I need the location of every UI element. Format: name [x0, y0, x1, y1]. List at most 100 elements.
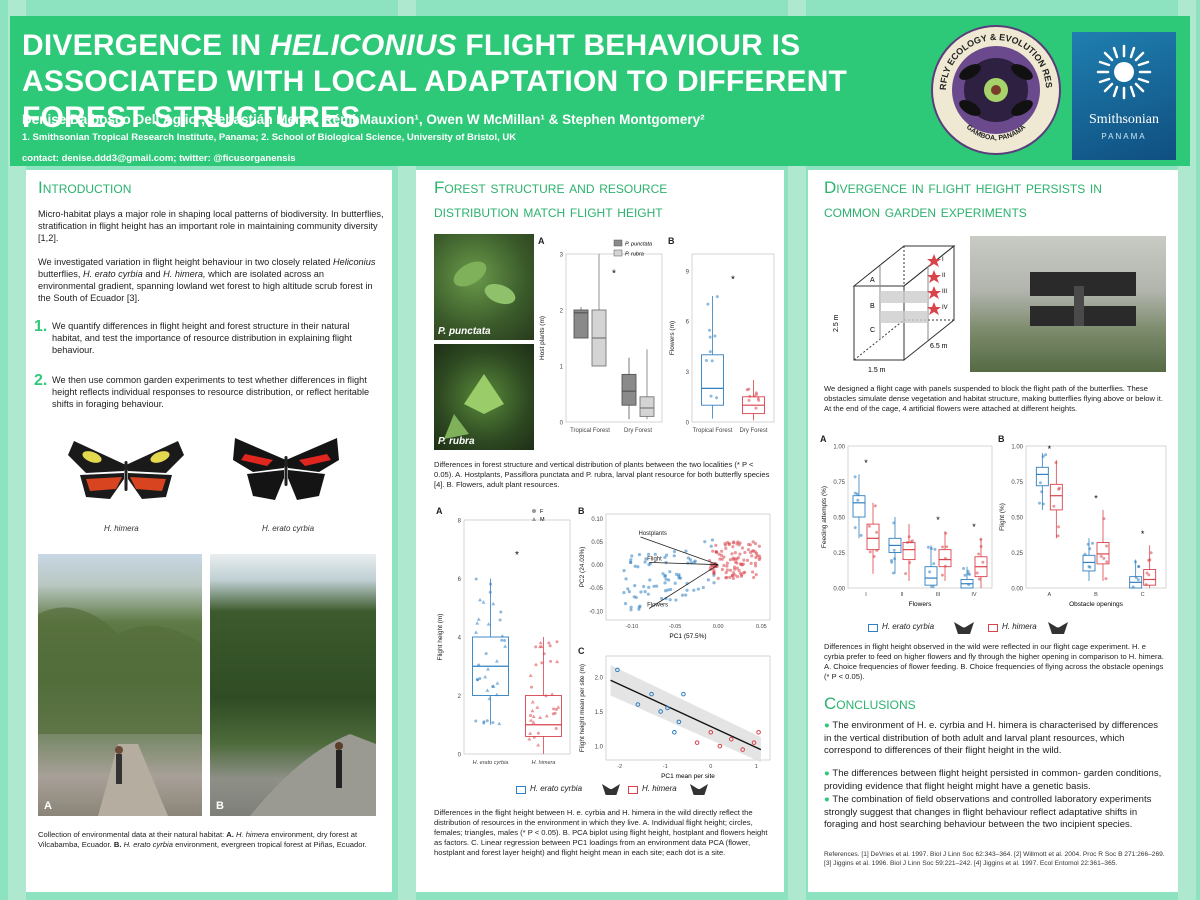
- cage-point: [943, 564, 947, 568]
- cage-flower-2: II: [942, 273, 946, 279]
- flight-point: [538, 715, 543, 719]
- pca-point-cyrbia: [668, 587, 673, 592]
- pca-point-cyrbia: [653, 552, 657, 556]
- plot-frame: [605, 655, 771, 761]
- pca-point-himera: [738, 552, 742, 556]
- pca-point-cyrbia: [629, 608, 633, 612]
- cage-box: [852, 495, 866, 518]
- pca-point-himera: [725, 575, 729, 580]
- flight-point: [535, 705, 540, 709]
- pca-point-cyrbia: [709, 544, 713, 548]
- cage-point: [1052, 504, 1056, 508]
- cage-height-label: 2.5 m: [833, 314, 840, 332]
- y-tick-label: 0.50: [1011, 516, 1023, 522]
- pca-point-cyrbia: [637, 553, 642, 557]
- pca-point-cyrbia: [668, 570, 672, 574]
- flowers-point: [754, 391, 758, 395]
- pca-point-himera: [714, 543, 718, 547]
- pca-point-himera: [716, 576, 720, 581]
- flight-point: [489, 582, 493, 586]
- cage-point: [1040, 490, 1044, 494]
- rubra-label: P. rubra: [438, 436, 475, 447]
- photo-a-label: A: [44, 800, 52, 812]
- flight-point: [495, 681, 500, 685]
- pca-point-himera: [720, 549, 724, 553]
- cage-point: [1044, 453, 1048, 457]
- y-axis-label: Flight (%): [999, 503, 1006, 531]
- x-tick-label: 0.05: [756, 624, 767, 630]
- pca-point-cyrbia: [634, 595, 638, 600]
- x-tick-label: -0.05: [669, 624, 682, 630]
- flight-point: [500, 634, 505, 638]
- pca-point-himera: [723, 541, 727, 546]
- references: References. [1] DeVries et al. 1997. Bio…: [824, 851, 1165, 867]
- flight-point: [486, 666, 491, 671]
- legend-label: M: [540, 517, 545, 523]
- cage-point: [1145, 571, 1149, 575]
- flight-point: [486, 622, 491, 626]
- y-tick-label: 3: [686, 370, 690, 376]
- flight-point: [491, 601, 496, 606]
- pca-point-cyrbia: [674, 598, 678, 602]
- flight-point: [488, 590, 492, 594]
- pca-point-himera: [753, 564, 758, 568]
- site-point-cyrbia: [681, 691, 686, 697]
- pca-point-himera: [731, 571, 736, 575]
- flight-point: [531, 720, 536, 724]
- pca-point-himera: [757, 544, 761, 548]
- flight-point: [491, 684, 496, 688]
- flight-point: [481, 600, 486, 604]
- flight-point: [556, 705, 561, 709]
- pca-point-himera: [728, 568, 733, 572]
- pca-point-himera: [733, 573, 737, 577]
- flight-point: [473, 630, 478, 634]
- x-tick-label: Dry Forest: [739, 428, 767, 434]
- flight-box: [525, 695, 562, 737]
- plot-frame: [605, 513, 771, 621]
- panel-label: B: [998, 434, 1005, 444]
- legend-himera: H. himera: [642, 784, 677, 793]
- flight-point: [555, 659, 560, 664]
- flight-point: [494, 692, 499, 697]
- y-tick-label: 1.5: [595, 710, 604, 716]
- rubra-photo: P. rubra: [434, 344, 534, 450]
- y-tick-label: 0: [686, 421, 690, 427]
- pca-point-cyrbia: [692, 588, 696, 592]
- pca-point-himera: [724, 546, 728, 551]
- cage-opening-c: C: [870, 327, 875, 334]
- site-point-cyrbia: [676, 719, 682, 725]
- cage-point: [926, 545, 930, 549]
- forest-title-line1: Forest structure and resource: [434, 178, 668, 197]
- pca-point-cyrbia: [642, 584, 646, 589]
- pca-point-cyrbia: [663, 574, 667, 578]
- flight-point: [534, 645, 538, 649]
- pca-point-himera: [738, 571, 743, 575]
- cage-point: [1147, 558, 1151, 562]
- label-erato-cyrbia: H. erato cyrbia: [262, 524, 315, 533]
- cage-point: [967, 583, 971, 587]
- pca-point-cyrbia: [685, 588, 689, 592]
- pca-point-cyrbia: [667, 578, 671, 582]
- pca-point-cyrbia: [666, 588, 670, 592]
- flight-point: [485, 719, 489, 723]
- legend-himera: H. himera: [1002, 622, 1037, 631]
- cage-point: [1057, 525, 1061, 529]
- flight-point: [485, 688, 490, 692]
- garden-legend: H. erato cyrbia H. himera: [868, 622, 1128, 638]
- plot-frame: [847, 445, 993, 589]
- y-tick-label: 9: [686, 269, 690, 275]
- pca-point-himera: [714, 550, 719, 554]
- cage-box: [1143, 569, 1157, 586]
- cage-box: [866, 523, 880, 551]
- flight-point: [540, 661, 544, 665]
- pca-point-himera: [751, 549, 756, 553]
- pca-point-cyrbia: [663, 555, 667, 559]
- habitat-caption: Collection of environmental data at thei…: [38, 830, 367, 849]
- x-tick-label: -0.10: [626, 624, 639, 630]
- pca-point-cyrbia: [664, 577, 668, 581]
- pca-point-cyrbia: [636, 565, 640, 569]
- cage-point: [931, 585, 935, 589]
- cage-point: [1147, 573, 1151, 577]
- pca-point-himera: [737, 568, 741, 573]
- flight-point: [542, 652, 546, 656]
